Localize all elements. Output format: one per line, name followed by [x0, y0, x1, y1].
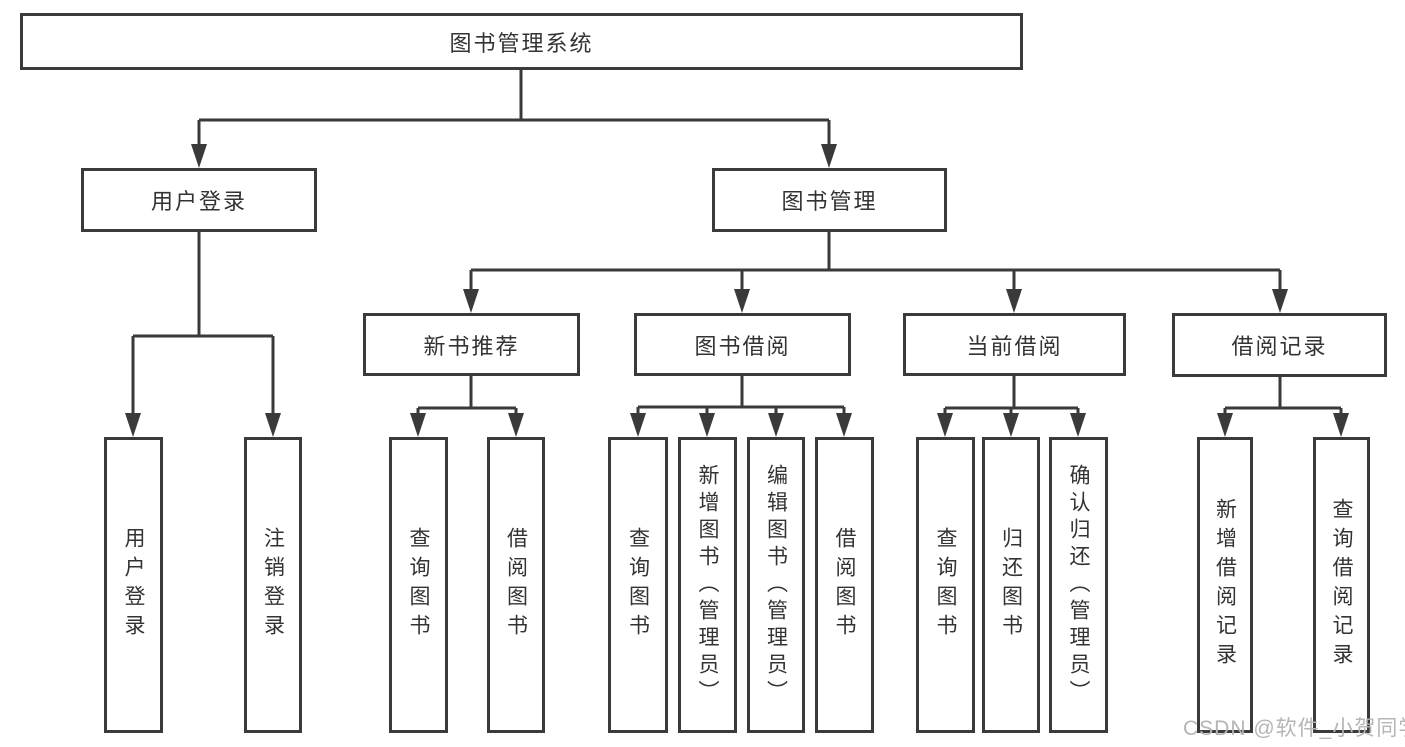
node-add-borrow-record: 新增借阅记录	[1197, 437, 1253, 733]
csdn-watermark: CSDN @软件_小贺同学	[1183, 717, 1405, 740]
node-label: 图书管理系统	[449, 30, 594, 56]
node-add-books-admin: 新增图书（管理员）	[678, 437, 737, 733]
node-label: 借阅图书	[833, 527, 856, 643]
node-label: 查询图书	[934, 527, 957, 643]
node-label: 查询借阅记录	[1330, 498, 1353, 672]
node-label: 当前借阅	[966, 333, 1063, 359]
node-label: 查询图书	[626, 527, 650, 643]
node-search-books-current: 查询图书	[916, 437, 975, 733]
node-current-borrowing: 当前借阅	[903, 313, 1126, 376]
node-label: 新书推荐	[423, 333, 520, 359]
node-edit-books-admin: 编辑图书（管理员）	[747, 437, 805, 733]
node-search-borrow-record: 查询借阅记录	[1313, 437, 1370, 733]
node-label: 查询图书	[407, 527, 430, 643]
node-label: 归还图书	[999, 527, 1023, 643]
node-confirm-return-admin: 确认归还（管理员）	[1049, 437, 1108, 733]
node-label: 借阅记录	[1231, 334, 1328, 359]
node-label: 借阅图书	[504, 527, 528, 643]
node-label: 确认归还（管理员）	[1067, 463, 1090, 707]
node-label: 注销登录	[261, 527, 285, 643]
node-borrow-books-borrowing: 借阅图书	[815, 437, 874, 733]
node-label: 用户登录	[122, 527, 145, 643]
node-book-management: 图书管理	[712, 168, 947, 232]
node-label: 图书管理	[781, 189, 878, 214]
node-book-borrowing: 图书借阅	[634, 313, 851, 376]
node-return-books: 归还图书	[982, 437, 1040, 733]
node-logout-action: 注销登录	[244, 437, 302, 733]
node-search-books-borrowing: 查询图书	[608, 437, 668, 733]
node-label: 新增借阅记录	[1213, 498, 1237, 672]
node-label: 编辑图书（管理员）	[764, 463, 788, 707]
node-label: 图书借阅	[694, 333, 791, 359]
node-search-books-recommend: 查询图书	[389, 437, 448, 733]
node-library-system: 图书管理系统	[20, 13, 1023, 70]
node-user-login-action: 用户登录	[104, 437, 163, 733]
node-borrowing-records: 借阅记录	[1172, 313, 1387, 377]
node-label: 用户登录	[150, 189, 247, 214]
node-new-book-recommend: 新书推荐	[363, 313, 580, 376]
node-borrow-books-recommend: 借阅图书	[487, 437, 545, 733]
node-user-login: 用户登录	[81, 168, 317, 232]
node-label: 新增图书（管理员）	[696, 463, 719, 707]
